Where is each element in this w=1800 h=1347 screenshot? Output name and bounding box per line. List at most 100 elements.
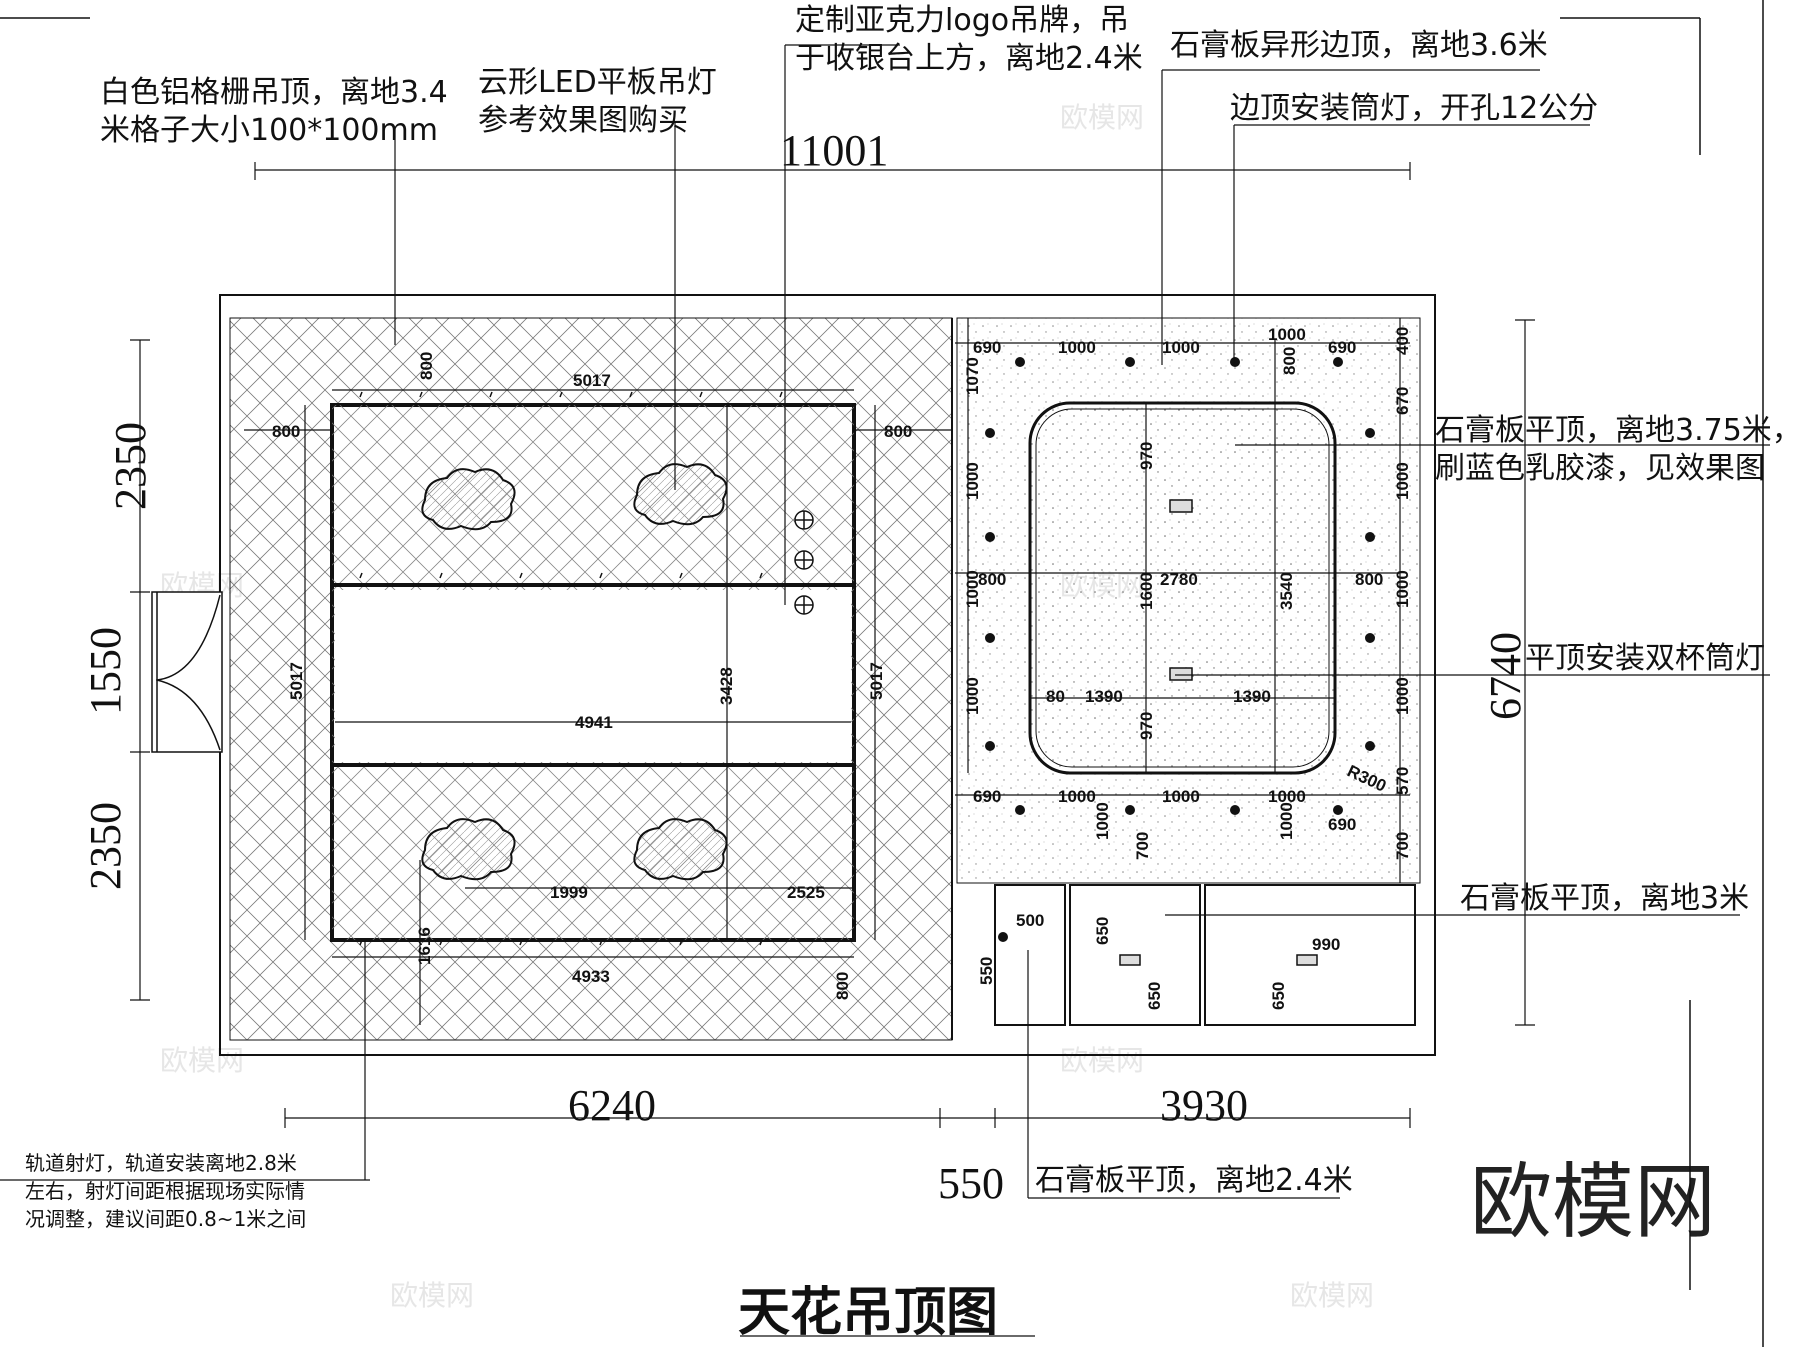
dim-left-bottom: 2350 [81,802,130,890]
dim-800-h-right: 800 [1355,570,1383,589]
dim-1000-left-3: 1000 [963,677,982,715]
dim-3540: 3540 [1277,572,1296,610]
track-lights [359,391,783,946]
dim-1390-right: 1390 [1233,687,1271,706]
dim-1000-right-1: 1000 [1393,462,1412,500]
dim-1000-left-2: 1000 [963,570,982,608]
dim-1000-top-2: 1000 [1162,338,1200,357]
dim-grille-top: 5017 [573,371,611,390]
logo-sign-fixtures [794,510,814,615]
dim-gap: 550 [938,1159,1004,1208]
watermark-small: 欧模网 [1290,1279,1374,1312]
gypsum-3m-note: 石膏板平顶，离地3米 [1460,881,1749,916]
dim-690-bottom: 690 [973,787,1001,806]
cloud-lamp-icon [633,463,728,526]
dim-650-2: 650 [1145,982,1164,1010]
cloud-lamp-icon [421,818,516,881]
track-light-note-line3: 况调整，建议间距0.8~1米之间 [25,1207,306,1231]
logo-sign-note-line2: 于收银台上方，离地2.4米 [795,41,1143,76]
dim-650-1: 650 [1093,917,1112,945]
double-downlight-icon [1119,954,1141,966]
dim-right-width: 3930 [1160,1081,1248,1130]
dim-400: 400 [1393,327,1412,355]
small-double-downlights [1119,954,1318,966]
dim-right-height: 6740 [1481,632,1530,720]
leader-lines [0,44,1770,1337]
dim-1000-bottom-1: 1000 [1058,787,1096,806]
watermark-large: 欧模网 [1470,1155,1716,1250]
dim-2525: 2525 [787,883,825,902]
cloud-lamp-icon [421,468,516,531]
cloud-lamps [421,463,728,881]
dim-offset-bottom: 800 [833,972,852,1000]
dimension-lines [130,162,1535,1128]
dim-left-width: 6240 [568,1081,656,1130]
dim-800-v: 800 [1280,347,1299,375]
dim-overall-width: 11001 [780,126,888,175]
dim-970-top: 970 [1137,442,1156,470]
dimension-labels: 11001 6240 3930 550 2350 1550 2350 6740 … [81,126,1530,1208]
dim-570: 570 [1393,767,1412,795]
double-downlight-icon [1169,499,1193,513]
cloud-lamp-icon [633,818,728,881]
dim-1000-v-bottom-2: 1000 [1277,802,1296,840]
dim-left-mid: 1550 [81,627,130,715]
dim-1000-left-1: 1000 [963,462,982,500]
dim-700-2: 700 [1393,832,1412,860]
dim-left-top: 2350 [106,422,155,510]
edge-downlight-note: 边顶安装筒灯，开孔12公分 [1230,91,1598,126]
dim-1000-top-3: 1000 [1268,325,1306,344]
entrance-door [151,591,223,753]
dim-offset-right: 800 [884,422,912,441]
dim-1390-left: 1390 [1085,687,1123,706]
double-downlight-icon [1169,667,1193,681]
dim-grille-height-right: 5017 [867,662,886,700]
dim-650-3: 650 [1269,982,1288,1010]
blue-flat-ceiling [1028,401,1337,775]
dim-3428: 3428 [717,667,736,705]
dim-970-bottom: 970 [1137,712,1156,740]
edge-downlights [985,357,1375,942]
blue-ceiling-note-line1: 石膏板平顶，离地3.75米， [1435,413,1800,448]
dim-offset-left: 800 [272,422,300,441]
blue-ceiling-note-line2: 刷蓝色乳胶漆，见效果图 [1435,451,1765,486]
grille-note-line2: 米格子大小100*100mm [100,113,438,148]
gypsum-edge-note: 石膏板异形边顶，离地3.6米 [1170,28,1548,63]
logo-sign-note-line1: 定制亚克力logo吊牌，吊 [795,3,1129,38]
track-light-note-line1: 轨道射灯，轨道安装离地2.8米 [25,1151,297,1175]
dim-1000-v-bottom-1: 1000 [1093,802,1112,840]
dim-1000-right-2: 1000 [1393,570,1412,608]
dim-500: 500 [1016,911,1044,930]
dim-700-1: 700 [1133,832,1152,860]
grille-note-line1: 白色铝格栅吊顶，离地3.4 [100,75,448,110]
drawing-title: 天花吊顶图 [738,1283,998,1343]
watermark-small: 欧模网 [1060,101,1144,134]
cloud-lamp-note-line2: 参考效果图购买 [478,103,688,138]
dim-800-h-left: 800 [978,570,1006,589]
dim-1070: 1070 [963,357,982,395]
cloud-lamp-note-line1: 云形LED平板吊灯 [478,65,717,100]
double-downlight-note: 平顶安装双杯筒灯 [1525,641,1765,676]
grille-ceiling [330,403,856,942]
dim-offset-top: 800 [417,352,436,380]
dim-1000-top-1: 1000 [1058,338,1096,357]
dim-grille-mid: 4941 [575,713,613,732]
annotations: 白色铝格栅吊顶，离地3.4 米格子大小100*100mm 云形LED平板吊灯 参… [25,3,1800,1231]
dim-1999: 1999 [550,883,588,902]
track-light-note-line2: 左右，射灯间距根据现场实际情 [25,1179,305,1203]
watermark-small: 欧模网 [160,1044,244,1077]
dim-1000-bottom-3: 1000 [1268,787,1306,806]
gypsum-24-note: 石膏板平顶，离地2.4米 [1035,1163,1353,1198]
dim-690-bottom-right: 690 [1328,815,1356,834]
dim-grille-bottom: 4933 [572,967,610,986]
watermark-small: 欧模网 [390,1279,474,1312]
dim-1000-bottom-2: 1000 [1162,787,1200,806]
dim-1600: 1600 [1137,572,1156,610]
dim-690-top: 690 [973,338,1001,357]
dim-990: 990 [1312,935,1340,954]
watermark-small: 欧模网 [1060,1044,1144,1077]
dim-670: 670 [1393,387,1412,415]
dim-690-top-right: 690 [1328,338,1356,357]
dim-1616: 1616 [415,927,434,965]
